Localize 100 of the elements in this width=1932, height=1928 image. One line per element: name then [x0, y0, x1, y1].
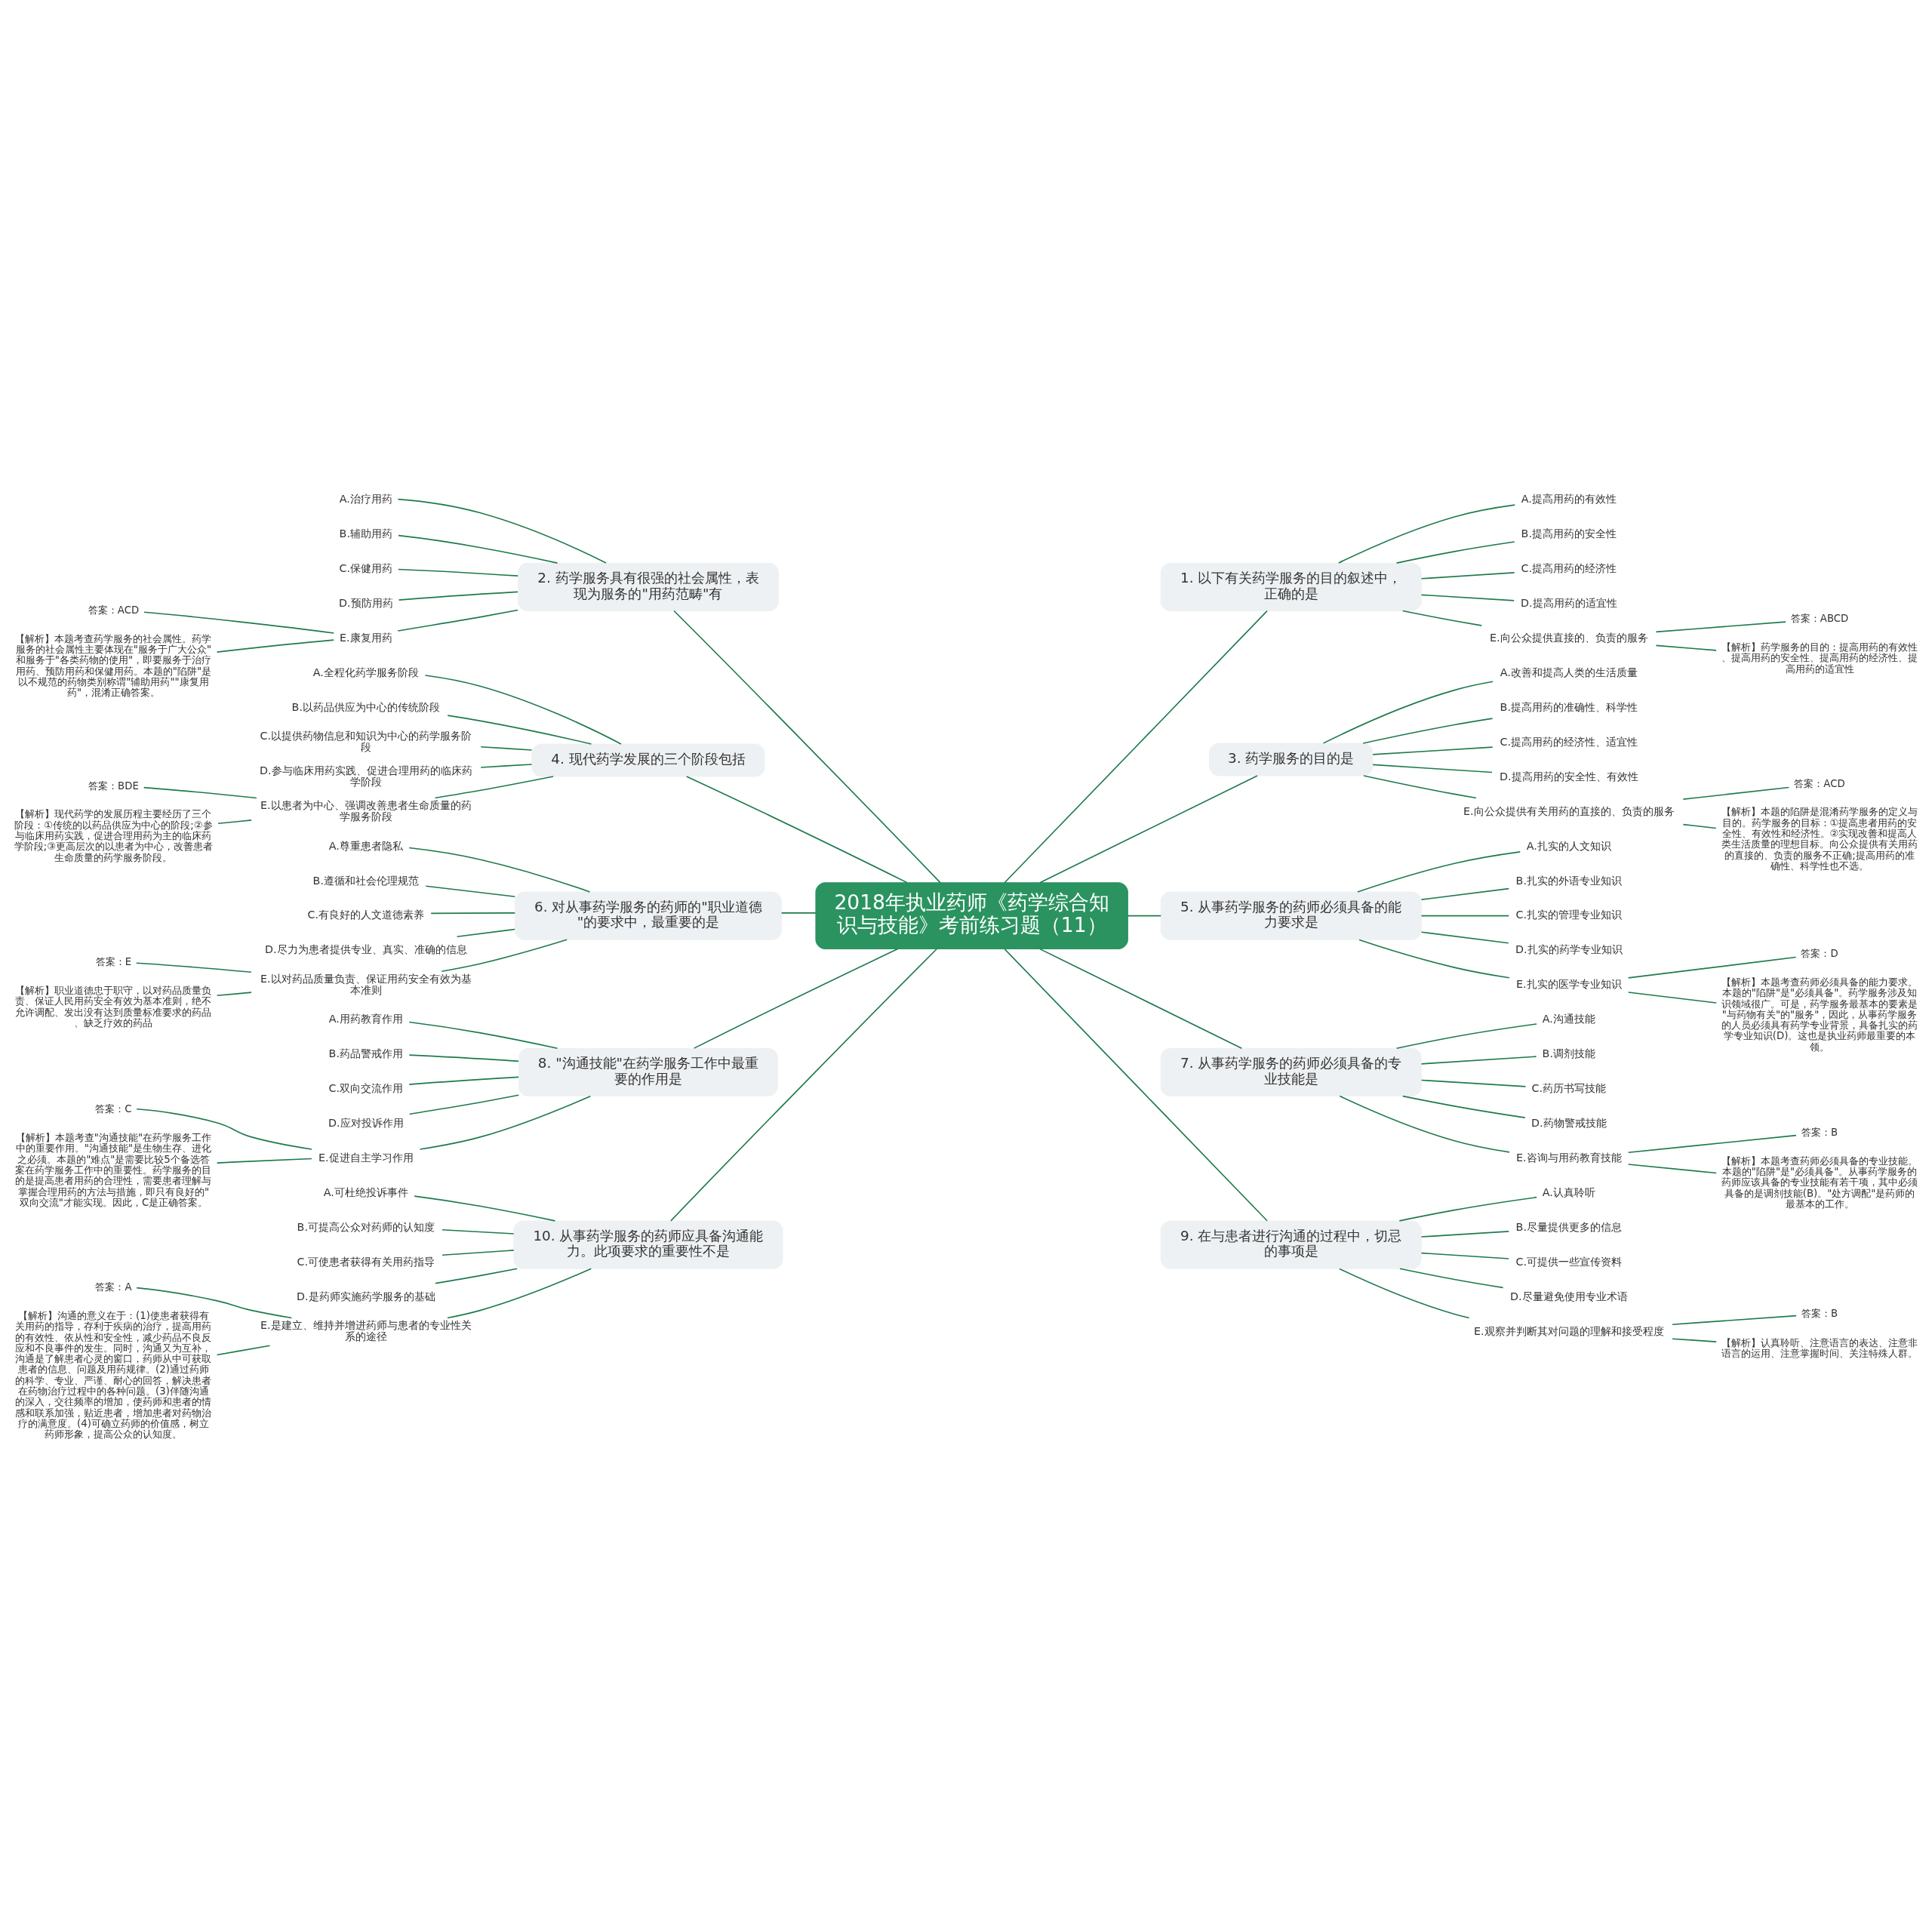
node-text: 答案：ACD — [1794, 777, 1845, 789]
node-text: A.提高用药的有效性 — [1521, 492, 1617, 505]
node-text: D.参与临床用药实践、促进合理用药的临床药学阶段 — [260, 764, 472, 788]
connector — [1004, 610, 1268, 883]
node-box: 10. 从事药学服务的药师应具备沟通能力。此项要求的重要性不是 — [513, 1219, 783, 1269]
connector — [1372, 764, 1493, 773]
connector — [217, 819, 252, 824]
connector — [1627, 1134, 1797, 1153]
connector — [1682, 786, 1790, 800]
connector — [136, 1108, 312, 1150]
connector — [216, 1158, 312, 1164]
node-text: A.可杜绝投诉事件 — [323, 1185, 408, 1198]
connector — [216, 638, 335, 653]
connector — [1358, 939, 1510, 979]
connector — [1357, 850, 1521, 893]
connector — [136, 1287, 293, 1318]
node-text: D.尽力为患者提供专业、真实、准确的信息 — [265, 942, 467, 955]
node-text: B.扎实的外语专业知识 — [1515, 874, 1622, 887]
connector — [408, 1053, 519, 1062]
connector — [1339, 1268, 1470, 1318]
connector — [693, 948, 899, 1049]
node-text: D.扎实的药学专业知识 — [1515, 942, 1623, 955]
connector — [216, 1345, 271, 1355]
connector — [1322, 681, 1494, 744]
node-text: A.改善和提高人类的生活质量 — [1500, 666, 1638, 678]
connector — [143, 610, 335, 634]
connector — [143, 786, 257, 798]
node-text: E.是建立、维持并增进药师与患者的专业性关系的途径 — [260, 1318, 472, 1342]
connector — [1420, 1252, 1510, 1259]
connector — [425, 884, 516, 897]
connector — [398, 591, 518, 601]
node-text: 【解析】沟通的意义在于：(1)使患者获得有关用药的指导，存利于疾病的治疗，提高用药的有效性、依从性和安全性，减少药品不良反应和不良事件的发生。同时，沟通又为互补，沟通是了解患者心灵的窗口，药师从中可获取患者的信息、问题及用药规律。(2)通过药师的科学、专业、严谨、耐心的回答，解决患者在药物治疗过程中的各种问题。(3)伴随沟通的深入，交往频率的增加，使药师和患者的情感和联系加强，贴近患者，增加患者对药物治疗的满意度。(4)可确立药师的价值感，树立药师形象，提高公众的认知度。 — [15, 1309, 212, 1440]
node-text: B.以药品供应为中心的传统阶段 — [291, 700, 440, 713]
node-text: C.扎实的管理专业知识 — [1515, 908, 1623, 921]
connector — [441, 1228, 515, 1235]
connector — [1627, 956, 1797, 979]
node-text: 答案：E — [95, 955, 132, 967]
node-text: C.药历书写技能 — [1531, 1081, 1607, 1094]
node-text: A.用药教育作用 — [328, 1012, 403, 1025]
connector — [1420, 571, 1515, 580]
connector — [441, 939, 568, 972]
node-text: A.尊重患者隐私 — [328, 839, 403, 852]
node-text: 答案：BDE — [88, 780, 139, 792]
node-box: 1. 以下有关药学服务的目的叙述中，正确的是 — [1160, 562, 1422, 611]
connector — [1401, 1095, 1526, 1118]
node-text: B.药品警戒作用 — [328, 1047, 403, 1059]
node-box: 7. 从事药学服务的药师必须具备的专业技能是 — [1160, 1047, 1422, 1096]
connector — [1363, 774, 1477, 798]
node-text: 【解析】本题考查药师必须具备的专业技能。本题的"陷阱"是"必须具备"。从事药学服务的药师应该具备的专业技能有若干项，其中必须具备的是调剂技能(B)。"处方调配"是药师的最基本的工作。 — [1721, 1155, 1918, 1210]
node-text: 【解析】本题考查药学服务的社会属性。药学服务的社会属性主要体现在"服务于广大公众"和服务于"各类药物的使用"，即要服务于治疗用药、预防用药和保健用药。本题的"陷阱"是以不规范的药物类别称谓"辅助用药""康复用药"，混淆正确答案。 — [15, 632, 212, 698]
node-text: C.有良好的人文道德素养 — [307, 908, 425, 921]
node-text: 【解析】职业道德忠于职守，以对药品质量负责、保证人民用药安全有效为基本准则，绝不允许调配、发出没有达到质量标准要求的药品、缺乏疗效的药品 — [15, 984, 212, 1029]
connector — [447, 1268, 592, 1318]
connector — [1395, 540, 1515, 564]
node-text: D.提高用药的适宜性 — [1521, 596, 1617, 609]
connector — [456, 928, 515, 937]
node-text: B.辅助用药 — [339, 527, 392, 540]
node-text: C.可提供一些宣传资料 — [1515, 1255, 1623, 1268]
node-text: B.可提高公众对药师的认知度 — [297, 1220, 435, 1233]
node-box: 9. 在与患者进行沟通的过程中，切忌的事项是 — [1160, 1219, 1422, 1269]
node-text: C.以提供药物信息和知识为中心的药学服务阶段 — [260, 729, 472, 753]
connector — [1039, 948, 1243, 1049]
connector — [414, 1195, 556, 1222]
connector — [216, 991, 252, 996]
node-text: A.治疗用药 — [339, 492, 392, 505]
node-text: B.尽量提供更多的信息 — [1515, 1220, 1622, 1233]
node-text: D.预防用药 — [339, 596, 393, 609]
node-text: D.提高用药的安全性、有效性 — [1500, 770, 1638, 783]
node-text: E.观察并判断其对问题的理解和接受程度 — [1473, 1324, 1664, 1337]
connector — [1372, 746, 1494, 755]
connector — [1362, 717, 1494, 744]
connector — [1420, 594, 1515, 601]
connector — [408, 1094, 520, 1115]
connector — [1398, 1196, 1537, 1222]
node-text: E.以患者为中心、强调改善患者生命质量的药学服务阶段 — [260, 798, 472, 823]
node-text: E.促进自主学习作用 — [318, 1151, 414, 1164]
node-text: C.可使患者获得有关用药指导 — [297, 1255, 435, 1268]
node-text: 答案：A — [95, 1281, 132, 1293]
node-box: 8. "沟通技能"在药学服务工作中最重要的作用是 — [518, 1047, 778, 1096]
connector — [434, 775, 554, 798]
node-text: B.提高用药的准确性、科学性 — [1500, 700, 1638, 713]
connector — [1627, 1163, 1718, 1173]
node-box: 5. 从事药学服务的药师必须具备的能力要求是 — [1160, 891, 1422, 940]
node-box: 3. 药学服务的目的是 — [1209, 743, 1374, 776]
connector — [673, 610, 941, 883]
connector — [1127, 915, 1161, 916]
connector — [430, 912, 516, 914]
connector — [1039, 774, 1258, 884]
connector — [1420, 1079, 1527, 1087]
connector — [1399, 1267, 1504, 1288]
connector — [1395, 1022, 1537, 1049]
connector — [408, 1021, 558, 1049]
connector — [780, 912, 817, 914]
node-text: B.提高用药的安全性 — [1521, 527, 1617, 540]
connector — [424, 674, 622, 745]
node-text: E.向公众提供有关用药的直接的、负责的服务 — [1463, 804, 1675, 817]
node-text: 答案：B — [1801, 1126, 1838, 1138]
node-text: E.以对药品质量负责、保证用药安全有效为基本准则 — [260, 972, 472, 996]
node-text: 【解析】本题考查药师必须具备的能力要求。本题的"陷阱"是"必须具备"。药学服务涉及知识领域很广。可是，药学服务最基本的要素是"与药物有关"的"服务"，因此，从事药学服务的人员必须具有药学专业背景，具备扎实的药学专业知识(D)。这也是执业药师最重要的本领。 — [1721, 976, 1918, 1053]
connector — [670, 948, 937, 1222]
